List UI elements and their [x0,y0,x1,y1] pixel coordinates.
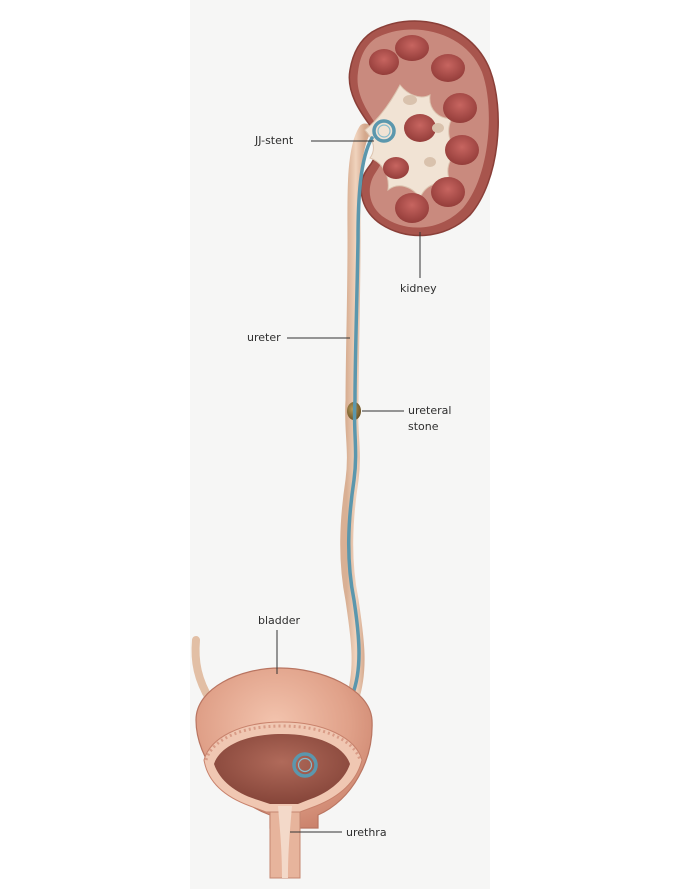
renal-pyramid [383,157,409,179]
renal-pyramid [443,93,477,123]
label-jj-stent: JJ-stent [255,134,294,147]
renal-pyramid [404,114,436,142]
bladder-interior [214,734,350,804]
renal-pyramid [369,49,399,75]
renal-pyramid [431,177,465,207]
calyx [432,123,444,133]
label-ureteral-stone: ureteral stone [408,404,452,433]
calyx [424,157,436,167]
jj-stent-upper-coil-inner [377,124,391,138]
jj-stent [347,136,374,698]
ureter [340,123,372,707]
renal-pyramid [395,193,429,223]
renal-pyramid [431,54,465,82]
label-kidney: kidney [400,282,437,295]
jj-stent-lower-coil [292,752,318,778]
bladder [195,667,373,879]
renal-pyramid [395,35,429,61]
calyx [403,95,417,105]
label-ureter: ureter [247,331,281,344]
kidney [348,20,499,237]
urethra-lumen [278,806,292,878]
renal-pyramid [445,135,479,165]
jj-stent-lower-coil-inner [297,757,313,773]
jj-stent-upper-coil [372,119,396,143]
label-bladder: bladder [258,614,301,627]
label-urethra: urethra [346,826,387,839]
